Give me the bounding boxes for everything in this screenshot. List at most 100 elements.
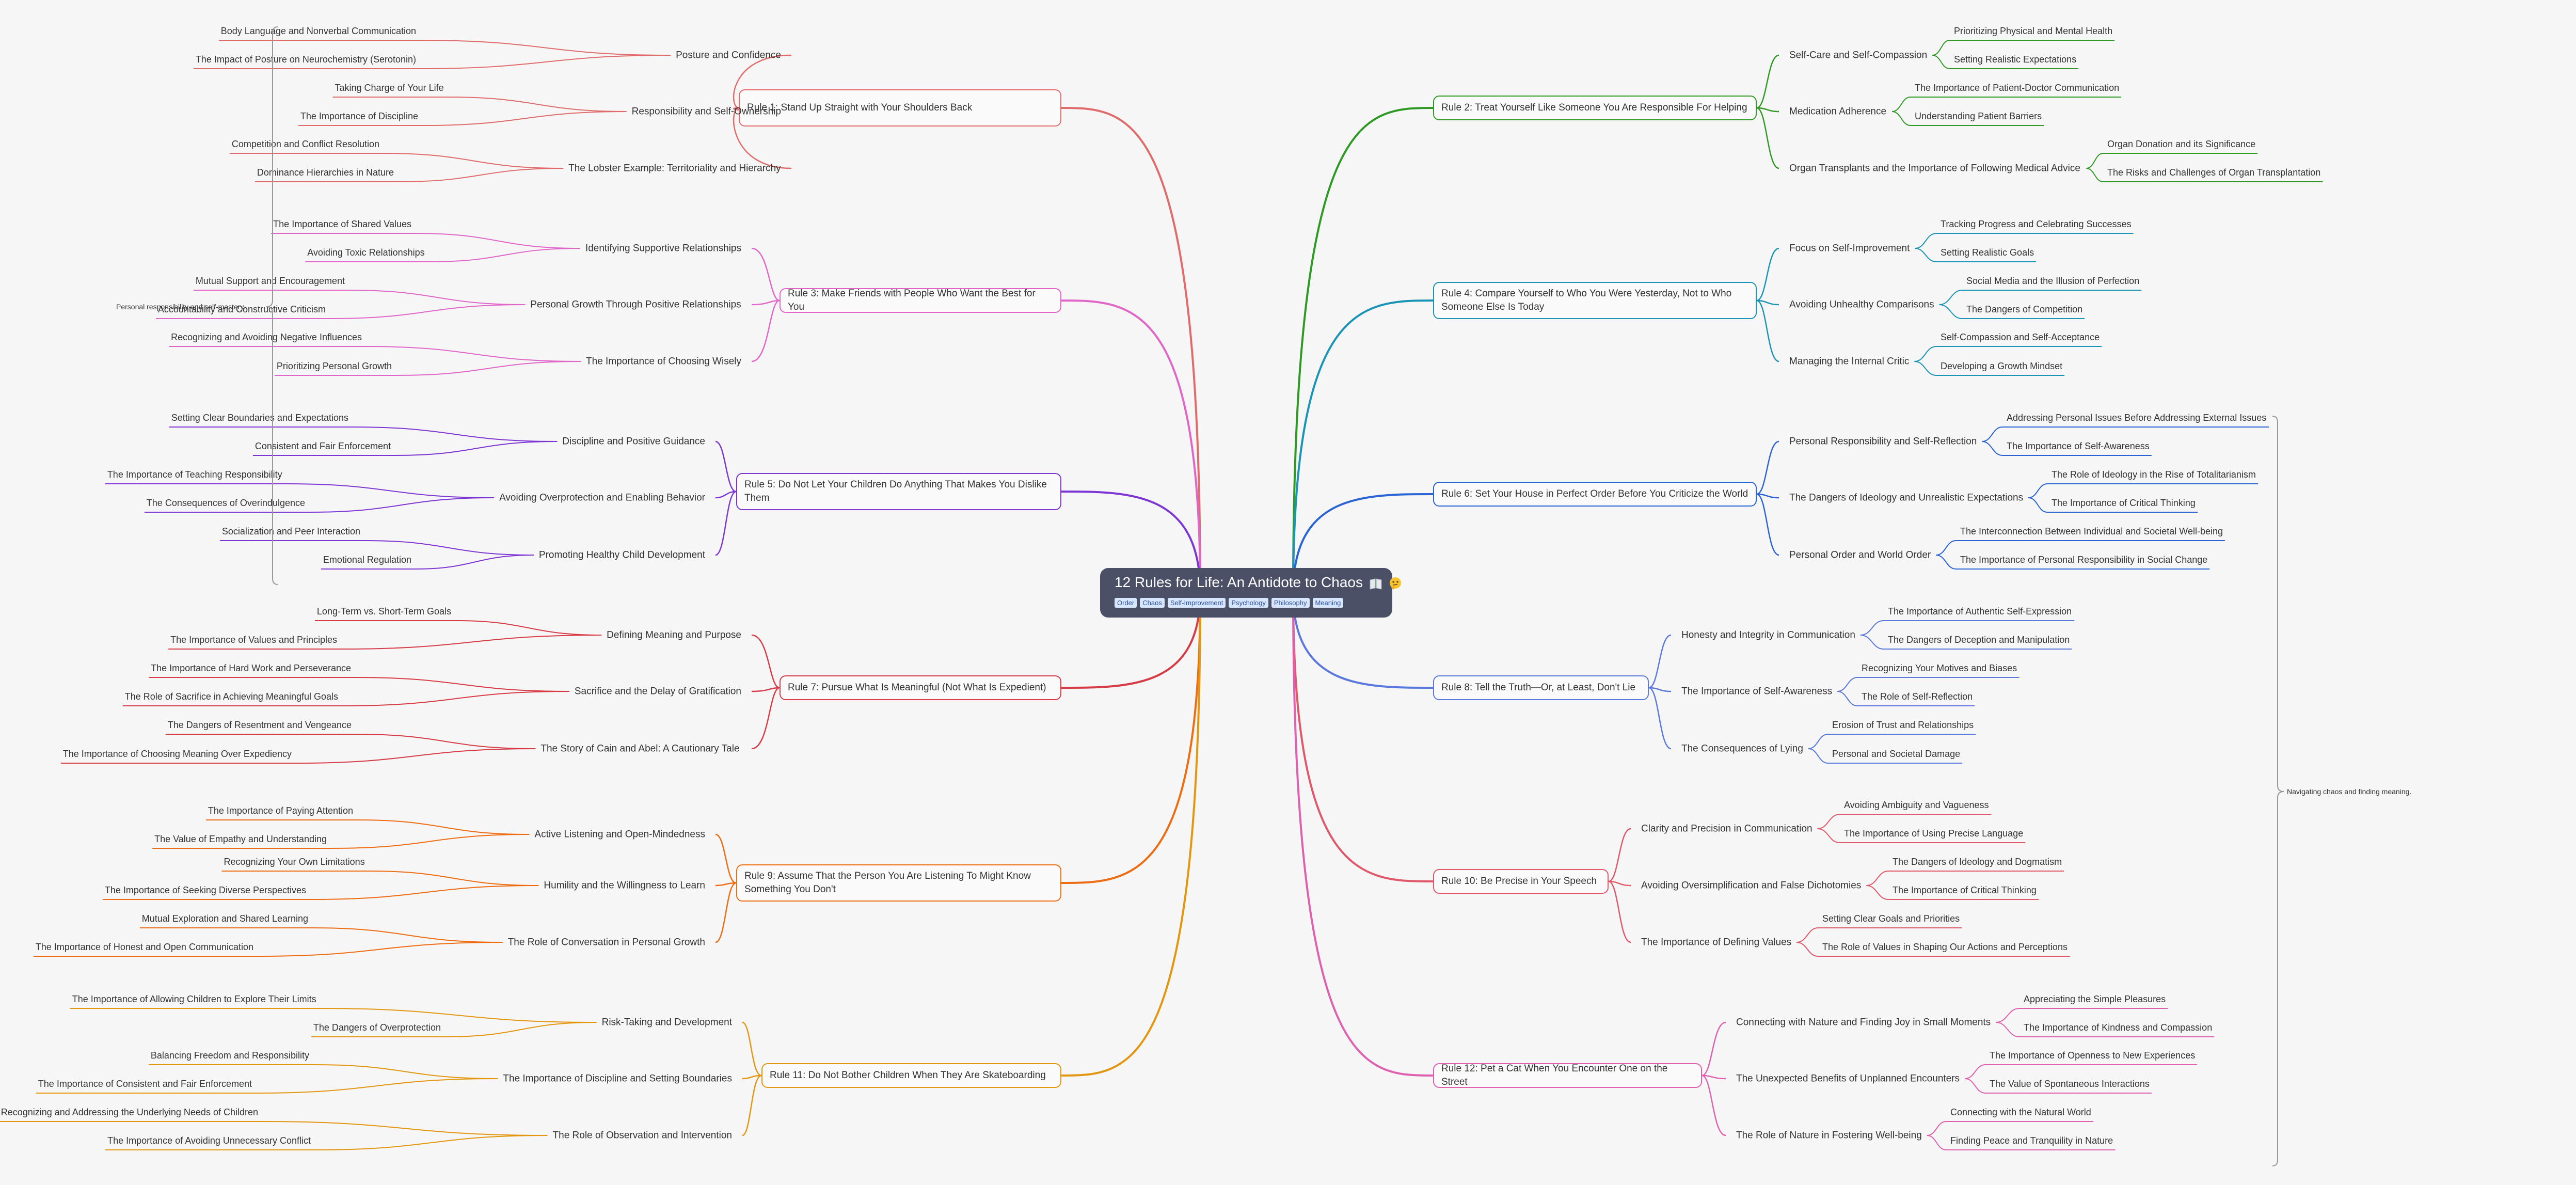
leaf-node[interactable]: The Value of Spontaneous Interactions (1990, 1079, 2150, 1089)
leaf-node[interactable]: Prioritizing Physical and Mental Health (1954, 26, 2113, 36)
rule-node[interactable]: Rule 5: Do Not Let Your Children Do Anyt… (736, 473, 1061, 510)
topic-node[interactable]: Discipline and Positive Guidance (562, 436, 705, 447)
leaf-node[interactable]: Recognizing Your Motives and Biases (1862, 663, 2017, 673)
rule-node[interactable]: Rule 12: Pet a Cat When You Encounter On… (1433, 1063, 1702, 1088)
root-tag[interactable]: Meaning (1312, 598, 1344, 608)
topic-node[interactable]: The Role of Nature in Fostering Well-bei… (1736, 1130, 1922, 1141)
topic-node[interactable]: The Consequences of Lying (1681, 743, 1803, 754)
leaf-node[interactable]: The Value of Empathy and Understanding (154, 834, 327, 844)
leaf-node[interactable]: Setting Clear Boundaries and Expectation… (171, 413, 348, 423)
topic-node[interactable]: Avoiding Oversimplification and False Di… (1641, 880, 1862, 891)
topic-node[interactable]: The Importance of Defining Values (1641, 937, 1792, 948)
topic-node[interactable]: The Importance of Self-Awareness (1681, 686, 1833, 697)
topic-node[interactable]: The Role of Conversation in Personal Gro… (507, 937, 705, 948)
leaf-node[interactable]: The Importance of Authentic Self-Express… (1888, 606, 2072, 617)
topic-node[interactable]: Managing the Internal Critic (1789, 356, 1910, 367)
topic-node[interactable]: Avoiding Overprotection and Enabling Beh… (499, 492, 705, 503)
rule-node[interactable]: Rule 6: Set Your House in Perfect Order … (1433, 482, 1757, 507)
leaf-node[interactable]: The Dangers of Resentment and Vengeance (167, 720, 352, 730)
topic-node[interactable]: Defining Meaning and Purpose (607, 629, 741, 641)
leaf-node[interactable]: Accountability and Constructive Criticis… (157, 304, 326, 314)
topic-node[interactable]: Active Listening and Open-Mindedness (534, 829, 705, 840)
topic-node[interactable]: The Dangers of Ideology and Unrealistic … (1789, 492, 2024, 503)
topic-node[interactable]: Honesty and Integrity in Communication (1681, 629, 1855, 641)
topic-node[interactable]: The Lobster Example: Territoriality and … (568, 163, 781, 174)
rule-node[interactable]: Rule 8: Tell the Truth—Or, at Least, Don… (1433, 675, 1649, 700)
rule-node[interactable]: Rule 4: Compare Yourself to Who You Were… (1433, 282, 1757, 319)
leaf-node[interactable]: The Importance of Seeking Diverse Perspe… (104, 885, 306, 895)
topic-node[interactable]: Risk-Taking and Development (601, 1017, 732, 1028)
leaf-node[interactable]: The Dangers of Deception and Manipulatio… (1888, 635, 2070, 645)
topic-node[interactable]: Identifying Supportive Relationships (585, 243, 741, 254)
leaf-node[interactable]: Mutual Support and Encouragement (195, 276, 345, 286)
leaf-node[interactable]: The Importance of Shared Values (273, 219, 411, 229)
leaf-node[interactable]: The Importance of Avoiding Unnecessary C… (107, 1135, 311, 1146)
leaf-node[interactable]: The Importance of Honest and Open Commun… (35, 942, 253, 952)
topic-node[interactable]: Personal Responsibility and Self-Reflect… (1789, 436, 1977, 447)
leaf-node[interactable]: The Importance of Self-Awareness (2007, 441, 2150, 451)
leaf-node[interactable]: Setting Realistic Expectations (1954, 54, 2077, 65)
leaf-node[interactable]: Recognizing and Addressing the Underlyin… (1, 1107, 258, 1117)
leaf-node[interactable]: Understanding Patient Barriers (1915, 111, 2042, 121)
leaf-node[interactable]: The Importance of Paying Attention (208, 805, 353, 816)
leaf-node[interactable]: The Role of Values in Shaping Our Action… (1822, 942, 2068, 952)
leaf-node[interactable]: Developing a Growth Mindset (1941, 361, 2063, 371)
leaf-node[interactable]: Appreciating the Simple Pleasures (2024, 994, 2166, 1004)
leaf-node[interactable]: The Consequences of Overindulgence (146, 498, 305, 508)
rule-node[interactable]: Rule 7: Pursue What Is Meaningful (Not W… (780, 675, 1061, 700)
rule-node[interactable]: Rule 3: Make Friends with People Who Wan… (780, 288, 1061, 313)
root-node[interactable]: 12 Rules for Life: An Antidote to Chaos … (1100, 568, 1401, 618)
leaf-node[interactable]: Erosion of Trust and Relationships (1832, 720, 1974, 730)
leaf-node[interactable]: The Importance of Critical Thinking (2052, 498, 2196, 508)
topic-node[interactable]: Avoiding Unhealthy Comparisons (1789, 299, 1934, 310)
root-tag[interactable]: Psychology (1229, 598, 1268, 608)
leaf-node[interactable]: Taking Charge of Your Life (335, 83, 444, 93)
topic-node[interactable]: The Role of Observation and Intervention (552, 1130, 732, 1141)
leaf-node[interactable]: The Importance of Values and Principles (170, 635, 337, 645)
root-tag[interactable]: Self-Improvement (1167, 598, 1226, 608)
leaf-node[interactable]: The Impact of Posture on Neurochemistry … (195, 54, 416, 65)
leaf-node[interactable]: The Importance of Patient-Doctor Communi… (1915, 83, 2120, 93)
leaf-node[interactable]: Dominance Hierarchies in Nature (257, 167, 394, 178)
topic-node[interactable]: The Importance of Discipline and Setting… (503, 1073, 732, 1084)
topic-node[interactable]: Focus on Self-Improvement (1789, 243, 1910, 254)
leaf-node[interactable]: Avoiding Ambiguity and Vagueness (1844, 800, 1989, 810)
leaf-node[interactable]: Tracking Progress and Celebrating Succes… (1941, 219, 2132, 229)
leaf-node[interactable]: Personal and Societal Damage (1832, 749, 1961, 759)
root-tag[interactable]: Philosophy (1271, 598, 1310, 608)
topic-node[interactable]: Medication Adherence (1789, 106, 1887, 117)
rule-node[interactable]: Rule 1: Stand Up Straight with Your Shou… (739, 89, 1061, 127)
leaf-node[interactable]: Recognizing Your Own Limitations (224, 857, 365, 867)
leaf-node[interactable]: Emotional Regulation (323, 555, 411, 565)
leaf-node[interactable]: Consistent and Fair Enforcement (255, 441, 391, 451)
leaf-node[interactable]: The Importance of Hard Work and Persever… (151, 663, 351, 673)
leaf-node[interactable]: Socialization and Peer Interaction (221, 526, 360, 536)
topic-node[interactable]: Responsibility and Self-Ownership (631, 106, 781, 117)
leaf-node[interactable]: Connecting with the Natural World (1950, 1107, 2091, 1117)
rule-node[interactable]: Rule 10: Be Precise in Your Speech (1433, 869, 1609, 894)
leaf-node[interactable]: Setting Realistic Goals (1941, 247, 2034, 258)
leaf-node[interactable]: The Importance of Allowing Children to E… (72, 994, 316, 1004)
leaf-node[interactable]: The Role of Ideology in the Rise of Tota… (2052, 469, 2256, 480)
leaf-node[interactable]: Organ Donation and its Significance (2107, 139, 2256, 149)
leaf-node[interactable]: The Importance of Critical Thinking (1893, 885, 2037, 895)
rule-node[interactable]: Rule 2: Treat Yourself Like Someone You … (1433, 96, 1757, 120)
leaf-node[interactable]: The Importance of Teaching Responsibilit… (107, 469, 282, 480)
leaf-node[interactable]: Finding Peace and Tranquility in Nature (1950, 1135, 2113, 1146)
leaf-node[interactable]: The Dangers of Competition (1966, 304, 2083, 314)
leaf-node[interactable]: Social Media and the Illusion of Perfect… (1966, 276, 2140, 286)
leaf-node[interactable]: The Dangers of Overprotection (313, 1022, 441, 1033)
leaf-node[interactable]: The Importance of Choosing Meaning Over … (62, 749, 292, 759)
rule-node[interactable]: Rule 9: Assume That the Person You Are L… (736, 864, 1061, 902)
leaf-node[interactable]: The Importance of Using Precise Language (1844, 828, 2024, 839)
leaf-node[interactable]: Setting Clear Goals and Priorities (1822, 913, 1960, 924)
leaf-node[interactable]: The Risks and Challenges of Organ Transp… (2107, 167, 2321, 178)
leaf-node[interactable]: The Interconnection Between Individual a… (1960, 526, 2223, 536)
rule-node[interactable]: Rule 11: Do Not Bother Children When The… (761, 1063, 1061, 1088)
leaf-node[interactable]: Addressing Personal Issues Before Addres… (2007, 413, 2267, 423)
leaf-node[interactable]: Recognizing and Avoiding Negative Influe… (171, 332, 362, 342)
topic-node[interactable]: Sacrifice and the Delay of Gratification (574, 686, 741, 697)
leaf-node[interactable]: The Importance of Personal Responsibilit… (1960, 555, 2208, 565)
topic-node[interactable]: Self-Care and Self-Compassion (1789, 50, 1928, 61)
leaf-node[interactable]: The Importance of Openness to New Experi… (1990, 1050, 2196, 1061)
